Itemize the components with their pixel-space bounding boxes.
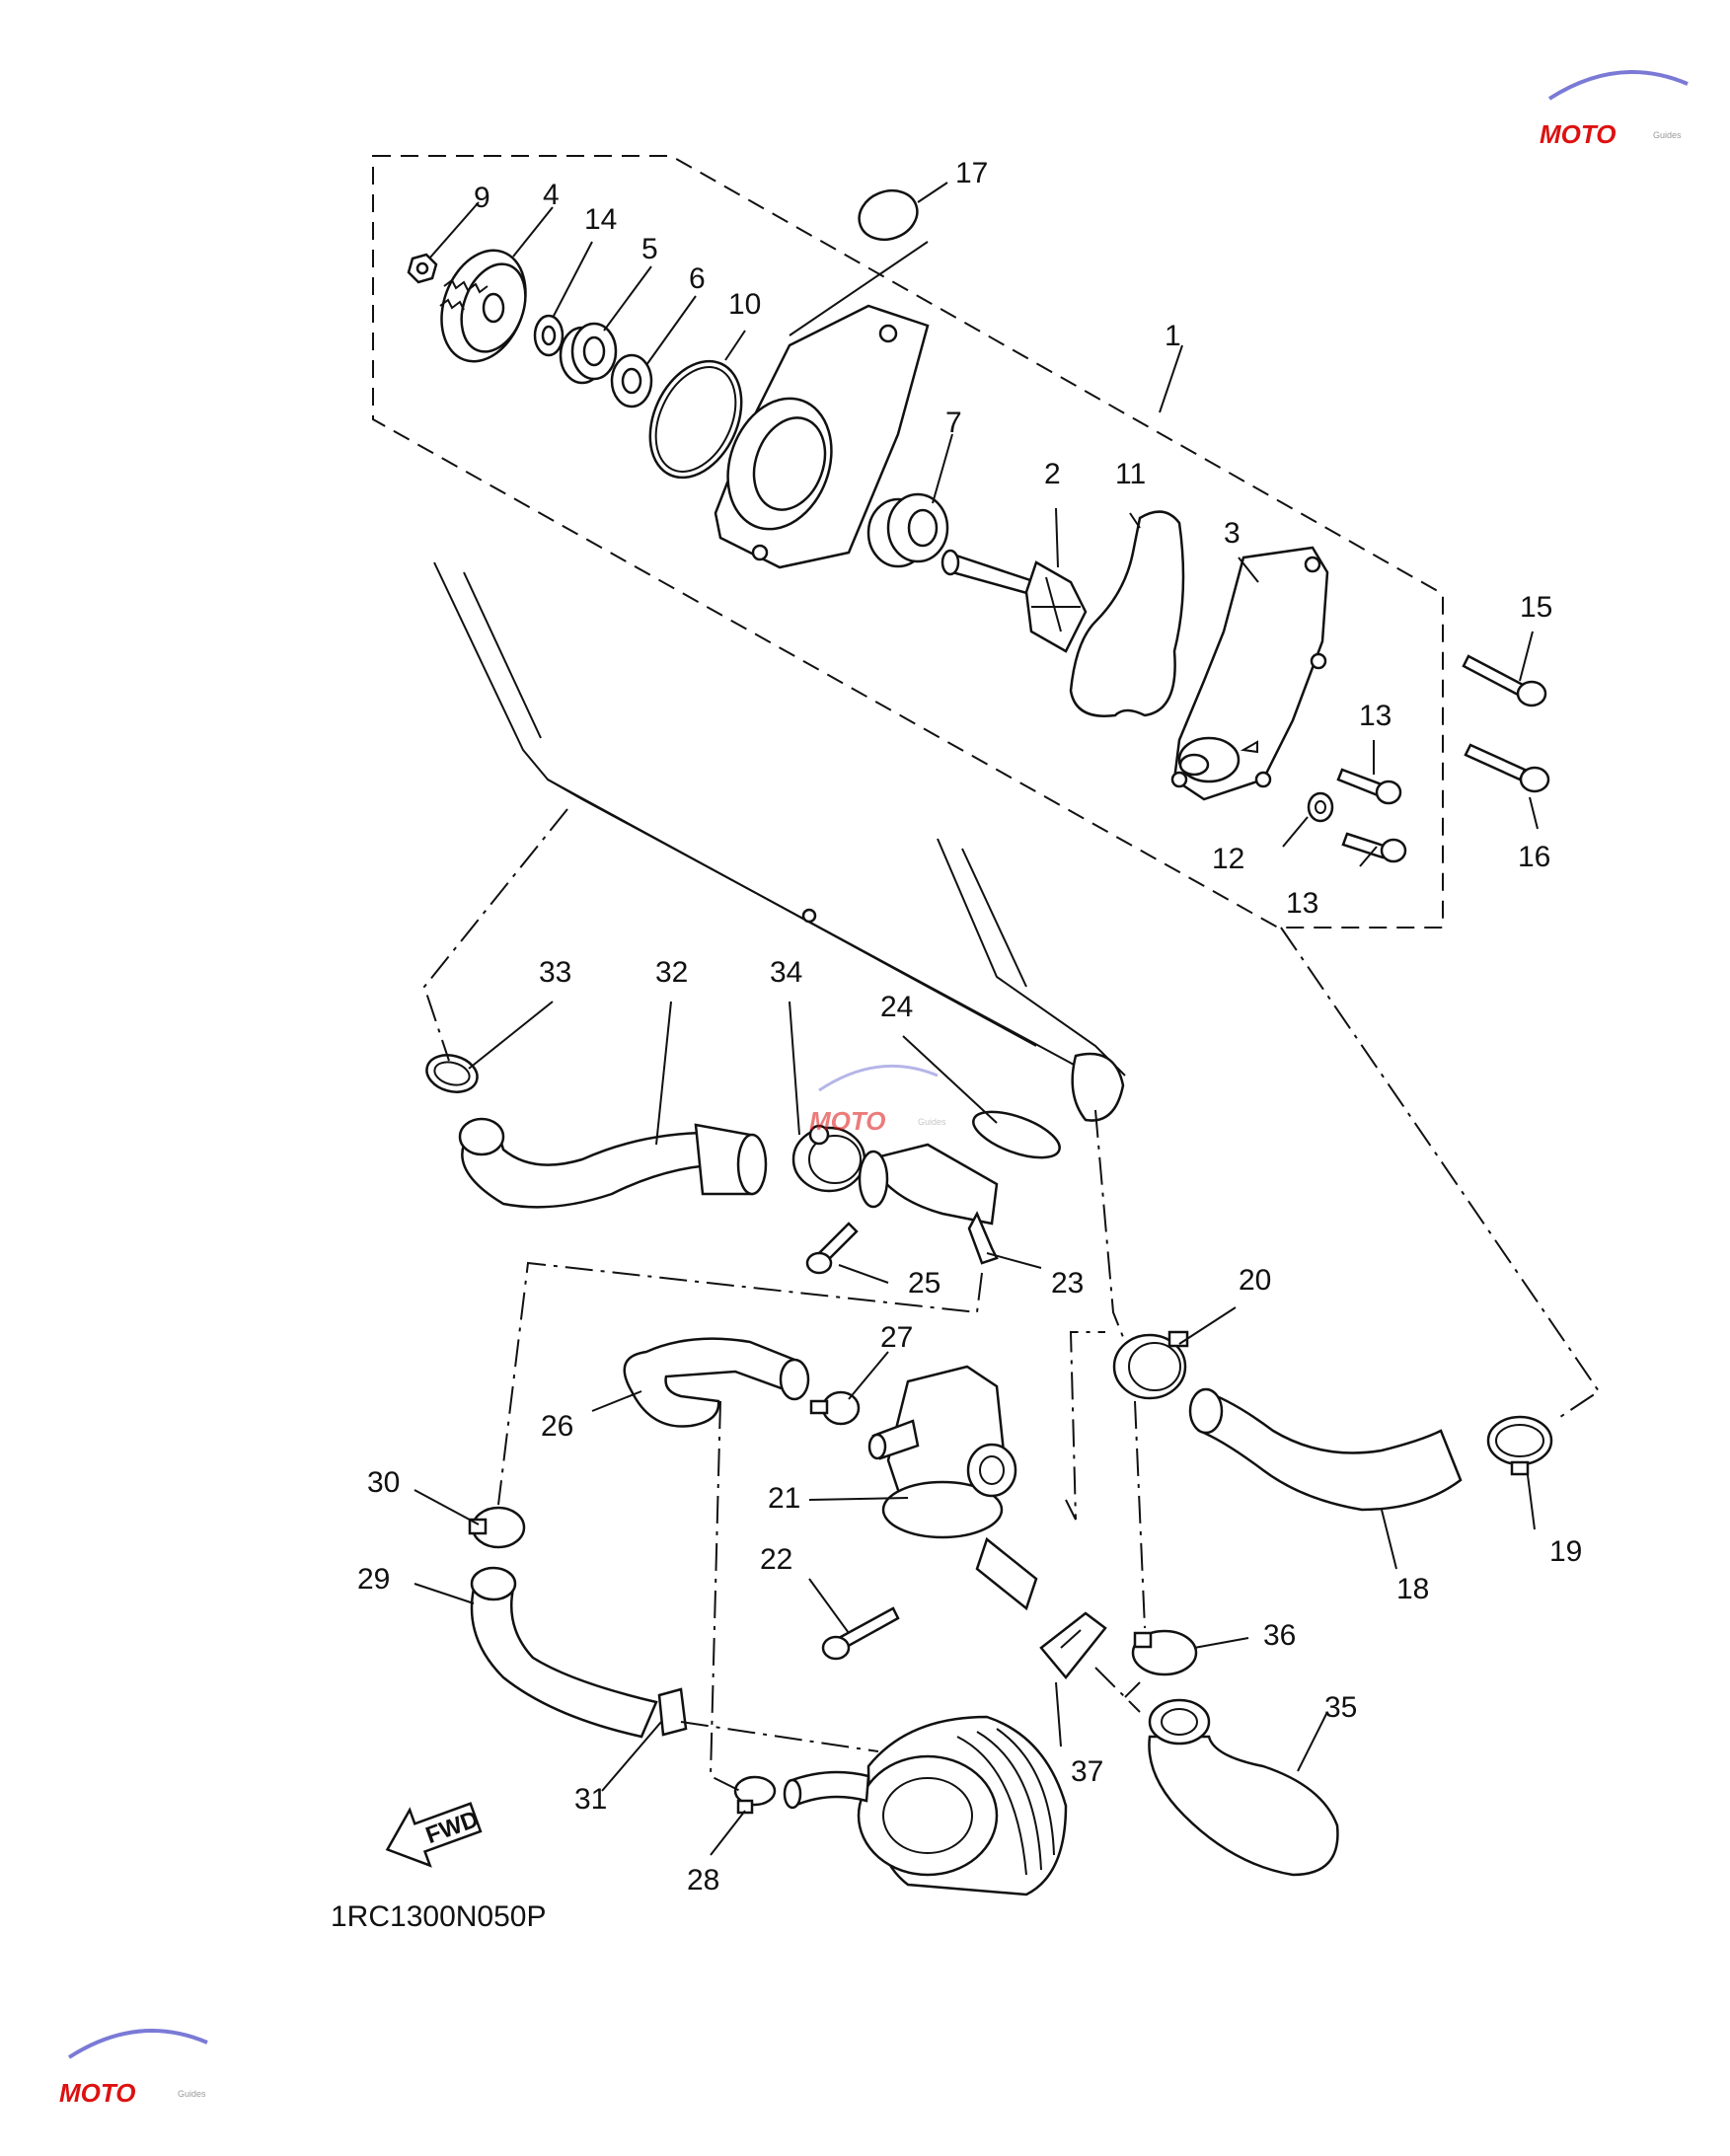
diagram-code: 1RC1300N050P (331, 1900, 546, 1933)
watermark-sub: Guides (918, 1117, 946, 1127)
oil-cooler (783, 1715, 1068, 1896)
part-35-hose (1148, 1698, 1339, 1877)
part-13-bolt-upper (1336, 768, 1402, 805)
part-22-bolt (821, 1606, 900, 1661)
part-4-gear (439, 249, 527, 363)
part-6-seal (610, 353, 653, 409)
callout-7: 7 (945, 407, 962, 439)
callout-10: 10 (728, 288, 761, 321)
callout-13-lower: 13 (1286, 887, 1318, 920)
part-26-hose (623, 1337, 810, 1428)
part-36-clamp (1131, 1629, 1198, 1676)
part-16-bolt (1464, 743, 1550, 793)
callout-37: 37 (1071, 1755, 1103, 1788)
callout-25: 25 (908, 1267, 940, 1300)
leader-lines (414, 182, 1539, 1856)
part-23-pipe (858, 1143, 999, 1265)
part-10-o-ring (648, 359, 743, 480)
part-28-clamp (733, 1775, 777, 1815)
callout-26: 26 (541, 1410, 573, 1443)
part-5-bearing (559, 322, 618, 385)
callout-5: 5 (641, 233, 658, 265)
callout-32: 32 (655, 956, 688, 989)
part-14-washer (533, 314, 564, 357)
part-19-clamp (1486, 1415, 1553, 1476)
callout-17: 17 (955, 157, 988, 189)
part-21-thermostat (867, 1365, 1038, 1611)
part-33-clamp (425, 1054, 479, 1093)
callout-29: 29 (357, 1563, 390, 1596)
watermark-top-right: MOTO Guides (1540, 70, 1689, 149)
pump-housing (714, 304, 930, 569)
callout-19: 19 (1549, 1535, 1582, 1568)
watermark-center: MOTO Guides (809, 1064, 946, 1136)
part-30-clamp (468, 1506, 526, 1549)
part-10-o-ring-inner (654, 366, 737, 473)
part-13-bolt-lower (1341, 832, 1407, 863)
callout-9: 9 (474, 182, 490, 214)
callout-34: 34 (770, 956, 802, 989)
callout-11: 11 (1115, 458, 1146, 490)
callout-1: 1 (1165, 320, 1181, 352)
callout-13-upper: 13 (1359, 700, 1392, 732)
part-25-bolt (805, 1222, 859, 1275)
callout-24: 24 (880, 991, 913, 1023)
callout-31: 31 (574, 1783, 607, 1816)
part-18-hose (1188, 1387, 1463, 1512)
callout-18: 18 (1396, 1573, 1429, 1605)
callout-14: 14 (584, 203, 617, 236)
part-9-nut (407, 253, 438, 284)
callout-21: 21 (768, 1482, 800, 1515)
watermark-brand: MOTO (59, 2078, 136, 2108)
part-37-clip (1039, 1611, 1107, 1679)
callout-30: 30 (367, 1466, 400, 1499)
part-11-gasket (1069, 510, 1185, 717)
callout-16: 16 (1518, 841, 1550, 873)
callout-2: 2 (1044, 458, 1061, 490)
watermark-brand: MOTO (1540, 119, 1617, 149)
callout-35: 35 (1324, 1691, 1357, 1724)
callout-12: 12 (1212, 843, 1244, 875)
part-29-hose (470, 1566, 658, 1739)
callout-6: 6 (689, 262, 706, 295)
part-17-o-ring (858, 188, 919, 242)
callout-20: 20 (1239, 1264, 1271, 1297)
part-24-o-ring (972, 1110, 1061, 1159)
assembly-boundary (372, 155, 1444, 929)
watermark-sub: Guides (1653, 130, 1682, 140)
part-2-impeller (940, 549, 1088, 653)
radiator-outline (433, 561, 1126, 1122)
part-15-bolt (1462, 654, 1547, 707)
fwd-arrow: FWD (385, 1802, 483, 1868)
callout-28: 28 (687, 1864, 719, 1896)
part-20-clamp (1112, 1330, 1189, 1400)
part-31-clamp (657, 1687, 688, 1737)
part-32-hose (458, 1117, 768, 1209)
callout-27: 27 (880, 1321, 913, 1354)
callout-22: 22 (760, 1543, 792, 1576)
watermark-brand: MOTO (809, 1106, 886, 1136)
part-27-clamp (809, 1390, 861, 1426)
part-3-pump-cover (1170, 546, 1329, 801)
part-7-seal (866, 492, 949, 568)
connection-lines (422, 808, 1601, 1792)
callout-15: 15 (1520, 591, 1552, 624)
watermark-bottom-left: MOTO Guides (59, 2029, 208, 2108)
callout-33: 33 (539, 956, 571, 989)
part-34-clamp (791, 1124, 866, 1193)
part-12-washer (1307, 791, 1334, 823)
callout-3: 3 (1224, 517, 1241, 550)
callout-36: 36 (1263, 1619, 1296, 1652)
watermark-sub: Guides (178, 2089, 206, 2099)
callout-23: 23 (1051, 1267, 1084, 1300)
callout-4: 4 (543, 179, 560, 211)
callouts: 1 2 3 4 5 6 7 9 10 11 12 13 13 14 15 16 … (357, 157, 1582, 1896)
